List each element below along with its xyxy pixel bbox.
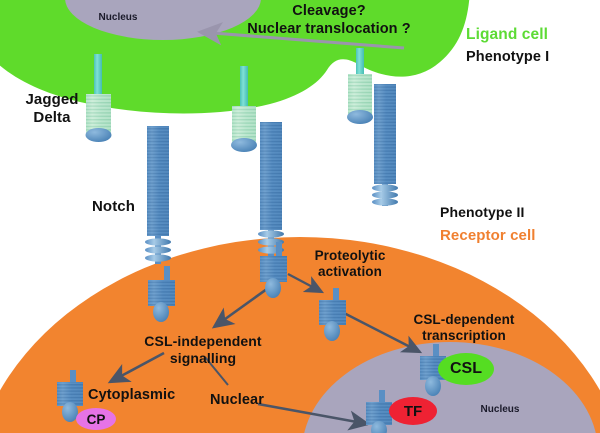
jagged-delta-ligand-middle — [231, 66, 257, 152]
arrow-csl-independent-to-nuclear — [204, 356, 229, 386]
proteolytic-activation-line1: Proteolytic — [314, 248, 386, 263]
receptor-cell-nucleus-label: Nucleus — [480, 404, 520, 415]
cp-badge: CP — [86, 411, 106, 427]
nuclear-label: Nuclear — [210, 392, 264, 408]
csl-dependent-line2: transcription — [422, 328, 506, 343]
cp-badge-shape — [76, 408, 116, 430]
arrow-nuclear-translocation — [197, 22, 405, 50]
csl-badge-shape — [438, 353, 494, 385]
notch-icd-membrane-left — [148, 266, 175, 322]
jagged-delta-ligand-left — [85, 54, 112, 142]
proteolytic-activation-line2: activation — [317, 264, 383, 279]
tf-badge-shape — [389, 397, 437, 425]
csl-badge: CSL — [450, 360, 482, 377]
arrow-to-csl-dependent-transcription — [341, 310, 423, 354]
tf-badge: TF — [403, 402, 423, 420]
notch-icd-cytoplasmic — [57, 370, 83, 422]
arrow-to-proteolytic-activation — [287, 272, 325, 294]
notch-receptor-middle — [258, 122, 284, 256]
notch-icd-nuclear-tf — [366, 390, 392, 433]
delta-label: Delta — [33, 109, 71, 126]
notch-receptor-left — [145, 126, 171, 264]
csl-independent-line2: signalling — [169, 350, 237, 366]
jagged-label: Jagged — [25, 91, 79, 108]
arrow-csl-independent-to-cytoplasmic — [107, 351, 165, 384]
notch-label: Notch — [92, 198, 135, 215]
ligand-cell-nucleus-label: Nucleus — [98, 12, 138, 23]
jagged-delta-ligand-right — [347, 48, 373, 124]
notch-receptor-right — [372, 84, 398, 206]
receptor-cell-label: Receptor cell — [440, 227, 536, 244]
ligand-phenotype-label: Phenotype I — [466, 49, 550, 65]
cleavage-label: Cleavage? — [292, 3, 366, 19]
notch-icd-proteolytic — [319, 288, 346, 341]
receptor-phenotype-label: Phenotype II — [440, 204, 525, 220]
arrow-nuclear-to-receptor-nucleus — [257, 402, 371, 431]
csl-dependent-line1: CSL-dependent — [413, 312, 515, 327]
ligand-cell-label: Ligand cell — [466, 26, 549, 43]
notch-icd-membrane-middle — [260, 242, 287, 298]
csl-independent-line1: CSL-independent — [144, 333, 262, 349]
cytoplasmic-label: Cytoplasmic — [88, 387, 176, 403]
nuclear-translocation-label: Nuclear translocation ? — [247, 21, 411, 37]
